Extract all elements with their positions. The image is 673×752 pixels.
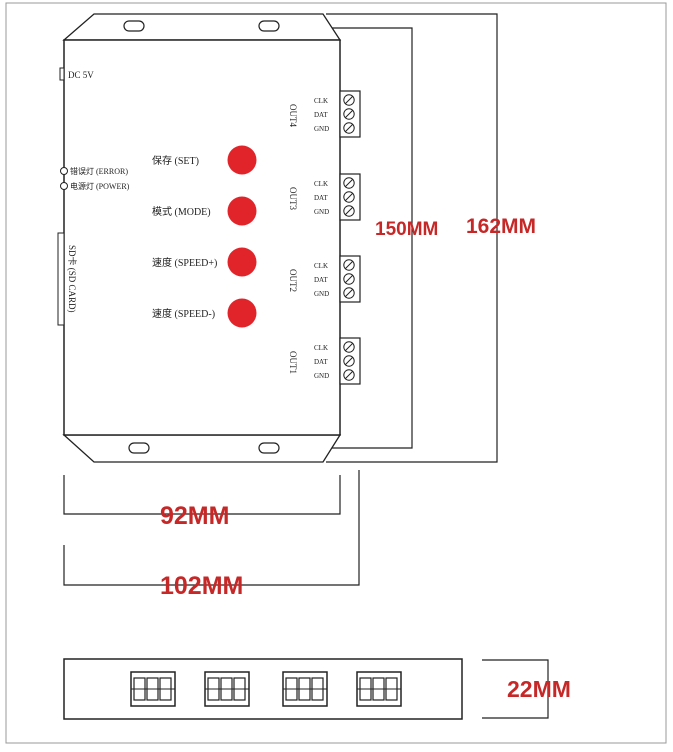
screw-slot <box>344 288 354 298</box>
dim-line-162 <box>326 13 498 463</box>
control-button-4[interactable] <box>227 298 257 328</box>
device-top-view: DC 5V 错误灯 (ERROR) 电源灯 (POWER) SD卡 (SD CA… <box>57 13 361 463</box>
mount-hole-bottom-left <box>128 442 150 454</box>
dc-jack <box>59 67 65 81</box>
dim-label-102: 102MM <box>160 572 243 600</box>
sd-card-label: SD卡 (SD CARD) <box>67 245 78 313</box>
control-button-2[interactable] <box>227 196 257 226</box>
dim-line-150 <box>286 27 413 449</box>
mount-hole-bottom-right <box>258 442 280 454</box>
device-side-view <box>63 658 463 720</box>
screw-slot <box>344 109 354 119</box>
screw-slot <box>344 95 354 105</box>
side-connector-group <box>130 671 402 707</box>
button-label-1: 保存 (SET) <box>152 154 199 167</box>
pin-label: CLK <box>314 97 328 105</box>
pin-label: CLK <box>314 180 328 188</box>
dim-line-102 <box>63 470 360 586</box>
button-label-4: 速度 (SPEED-) <box>152 307 215 320</box>
output-name-label: OUT2 <box>288 269 298 292</box>
dim-label-162: 162MM <box>466 215 536 238</box>
output-terminal-out3: OUT3 CLK DAT GND <box>288 173 361 221</box>
error-led-icon <box>60 167 68 175</box>
screw-slot <box>344 178 354 188</box>
power-indicator-label: 电源灯 (POWER) <box>70 181 130 191</box>
dim-label-92: 92MM <box>160 502 229 530</box>
output-name-label: OUT1 <box>288 351 298 374</box>
pin-label: GND <box>314 372 329 380</box>
dim-label-150: 150MM <box>375 219 438 240</box>
top-flange <box>62 13 342 41</box>
pin-label: CLK <box>314 262 328 270</box>
button-label-2: 模式 (MODE) <box>152 205 211 218</box>
error-indicator-label: 错误灯 (ERROR) <box>70 166 128 176</box>
mount-hole-top-left <box>123 20 145 32</box>
pin-label: GND <box>314 290 329 298</box>
output-terminal-group: OUT4CLKDATGNDOUT3CLKDATGNDOUT2CLKDATGNDO… <box>288 90 361 385</box>
pin-label: CLK <box>314 344 328 352</box>
screw-slot <box>344 192 354 202</box>
mount-hole-top-right <box>258 20 280 32</box>
bottom-flange <box>62 434 342 463</box>
outer-frame <box>5 2 667 744</box>
screw-slot <box>344 123 354 133</box>
output-terminal-out2: OUT2 CLK DAT GND <box>288 255 361 303</box>
screw-slot <box>344 206 354 216</box>
pin-label: GND <box>314 208 329 216</box>
control-button-1[interactable] <box>227 145 257 175</box>
side-connector-1 <box>130 671 176 707</box>
sd-card-slot <box>57 232 65 326</box>
pin-label: DAT <box>314 276 328 284</box>
screw-slot <box>344 342 354 352</box>
output-terminal-out1: OUT1 CLK DAT GND <box>288 337 361 385</box>
side-connector-2 <box>204 671 250 707</box>
device-body <box>63 39 341 436</box>
control-button-3[interactable] <box>227 247 257 277</box>
button-label-3: 速度 (SPEED+) <box>152 256 217 269</box>
pin-label: DAT <box>314 358 328 366</box>
pin-label: DAT <box>314 194 328 202</box>
side-connector-3 <box>282 671 328 707</box>
output-terminal-out4: OUT4 CLK DAT GND <box>288 90 361 138</box>
screw-slot <box>344 260 354 270</box>
screw-slot <box>344 370 354 380</box>
pin-label: GND <box>314 125 329 133</box>
dc-label: DC 5V <box>68 70 94 80</box>
power-led-icon <box>60 182 68 190</box>
dim-line-22 <box>482 659 549 719</box>
dim-label-22: 22MM <box>507 676 571 702</box>
screw-slot <box>344 356 354 366</box>
dimension-lines <box>63 13 549 719</box>
output-name-label: OUT3 <box>288 187 298 210</box>
pin-label: DAT <box>314 111 328 119</box>
button-group: 保存 (SET) 模式 (MODE) 速度 (SPEED+) 速度 (SPEED-) <box>152 145 257 328</box>
dim-line-92 <box>63 475 341 515</box>
screw-slot <box>344 274 354 284</box>
side-body <box>63 658 463 720</box>
side-connector-4 <box>356 671 402 707</box>
output-name-label: OUT4 <box>288 104 298 127</box>
